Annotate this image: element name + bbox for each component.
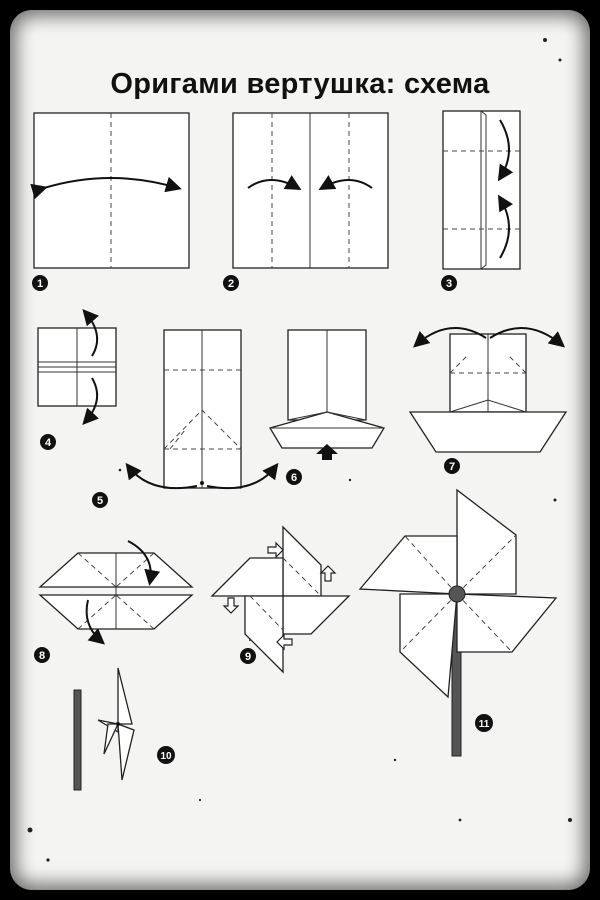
step-badge-8: 8 [34, 647, 50, 663]
step-badge-3: 3 [441, 275, 457, 291]
step-badge-4: 4 [40, 434, 56, 450]
step-badge-2: 2 [223, 275, 239, 291]
step-label: 4 [45, 437, 52, 449]
step-label: 2 [228, 278, 234, 290]
step-9-illustration [210, 525, 351, 674]
page-title: Оригами вертушка: схема [110, 68, 490, 100]
step-7-illustration [408, 327, 568, 453]
step-10-illustration [73, 667, 135, 791]
step-label: 7 [449, 461, 455, 473]
step-6-illustration [269, 329, 385, 460]
step-8-illustration [38, 540, 194, 645]
step-1-illustration [30, 112, 190, 269]
step-badge-5: 5 [92, 492, 108, 508]
step-label: 8 [39, 650, 45, 662]
step-4-illustration [37, 308, 117, 425]
step-2-illustration [232, 112, 389, 269]
step-badge-6: 6 [286, 469, 302, 485]
step-label: 10 [160, 751, 172, 762]
step-label: 1 [37, 278, 43, 290]
step-label: 3 [446, 278, 452, 290]
step-badge-10: 10 [157, 746, 175, 764]
step-badge-7: 7 [444, 458, 460, 474]
step-11-illustration [358, 488, 558, 757]
step-label: 9 [245, 651, 251, 663]
step-label: 11 [479, 719, 490, 730]
step-label: 6 [291, 472, 297, 484]
step-3-illustration [442, 110, 521, 270]
grunge-specks [27, 38, 572, 862]
step-badge-9: 9 [240, 648, 256, 664]
step-label: 5 [97, 495, 103, 507]
step-badge-1: 1 [32, 275, 48, 291]
step-5-illustration [125, 329, 279, 490]
step-badge-11: 11 [475, 714, 493, 732]
